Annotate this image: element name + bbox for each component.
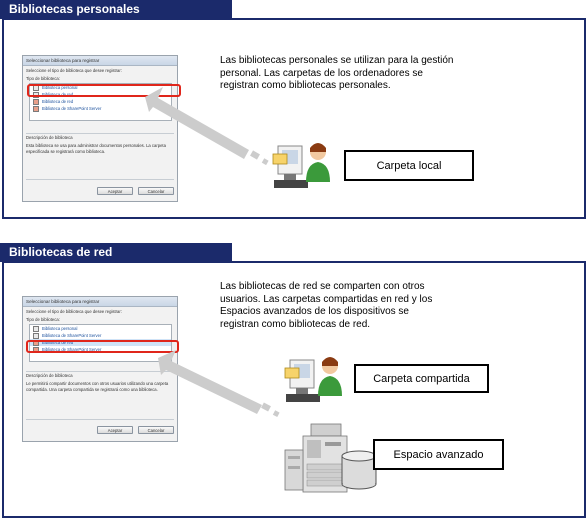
dialog-desc-text: Le permitirá compartir documentos con ot… [26,381,169,392]
library-icon [33,332,39,339]
cancel-button[interactable]: Cancelar [138,426,174,434]
cancel-button[interactable]: Cancelar [138,187,174,195]
library-icon [33,325,39,332]
computer-user-icon [284,357,342,402]
dialog-network: Seleccionar biblioteca para registrar Se… [22,296,178,442]
dialog-desc-text: Esta biblioteca se usa para administrar … [26,143,166,154]
list-item[interactable]: Biblioteca personal [30,325,171,332]
list-item[interactable]: Biblioteca de SharePoint Server [30,105,171,112]
list-item[interactable]: Biblioteca de SharePoint Server [30,332,171,339]
dialog-list-label: Tipo de biblioteca: [26,317,60,322]
dialog-title: Seleccionar biblioteca para registrar [23,297,177,307]
dialog-desc-label: Descripción de biblioteca [26,135,73,140]
dialog-list-label: Tipo de biblioteca: [26,76,60,81]
dialog-title-text: Seleccionar biblioteca para registrar [26,58,100,63]
label-advanced-space: Espacio avanzado [373,439,504,470]
library-type-list[interactable]: Biblioteca personal Biblioteca de ShareP… [29,324,172,362]
library-icon [33,98,39,105]
dialog-personal: Seleccionar biblioteca para registrar Se… [22,55,178,202]
computer-user-icon [272,143,330,188]
list-item[interactable]: Biblioteca de red [30,98,171,105]
ok-button[interactable]: Aceptar [97,426,133,434]
dialog-title: Seleccionar biblioteca para registrar [23,56,177,66]
description-network: Las bibliotecas de red se comparten con … [220,281,433,330]
section-title-personal: Bibliotecas personales [0,0,232,19]
label-local-folder: Carpeta local [344,150,474,181]
dialog-prompt: Seleccione el tipo de biblioteca que des… [26,68,122,73]
library-icon [33,105,39,112]
dialog-title-text: Seleccionar biblioteca para registrar [26,299,100,304]
dialog-desc-label: Descripción de biblioteca [26,373,73,378]
description-personal: Las bibliotecas personales se utilizan p… [220,55,454,91]
highlight-personal [27,84,181,97]
storage-drive-icon [341,450,377,490]
ok-button[interactable]: Aceptar [97,187,133,195]
section-title-network: Bibliotecas de red [0,243,232,262]
dialog-prompt: Seleccione el tipo de biblioteca que des… [26,309,122,314]
list-item[interactable]: Biblioteca de red [30,91,171,98]
library-icon [33,91,39,98]
label-shared-folder: Carpeta compartida [354,364,489,393]
highlight-network [26,340,179,353]
printer-device-icon [284,423,348,493]
